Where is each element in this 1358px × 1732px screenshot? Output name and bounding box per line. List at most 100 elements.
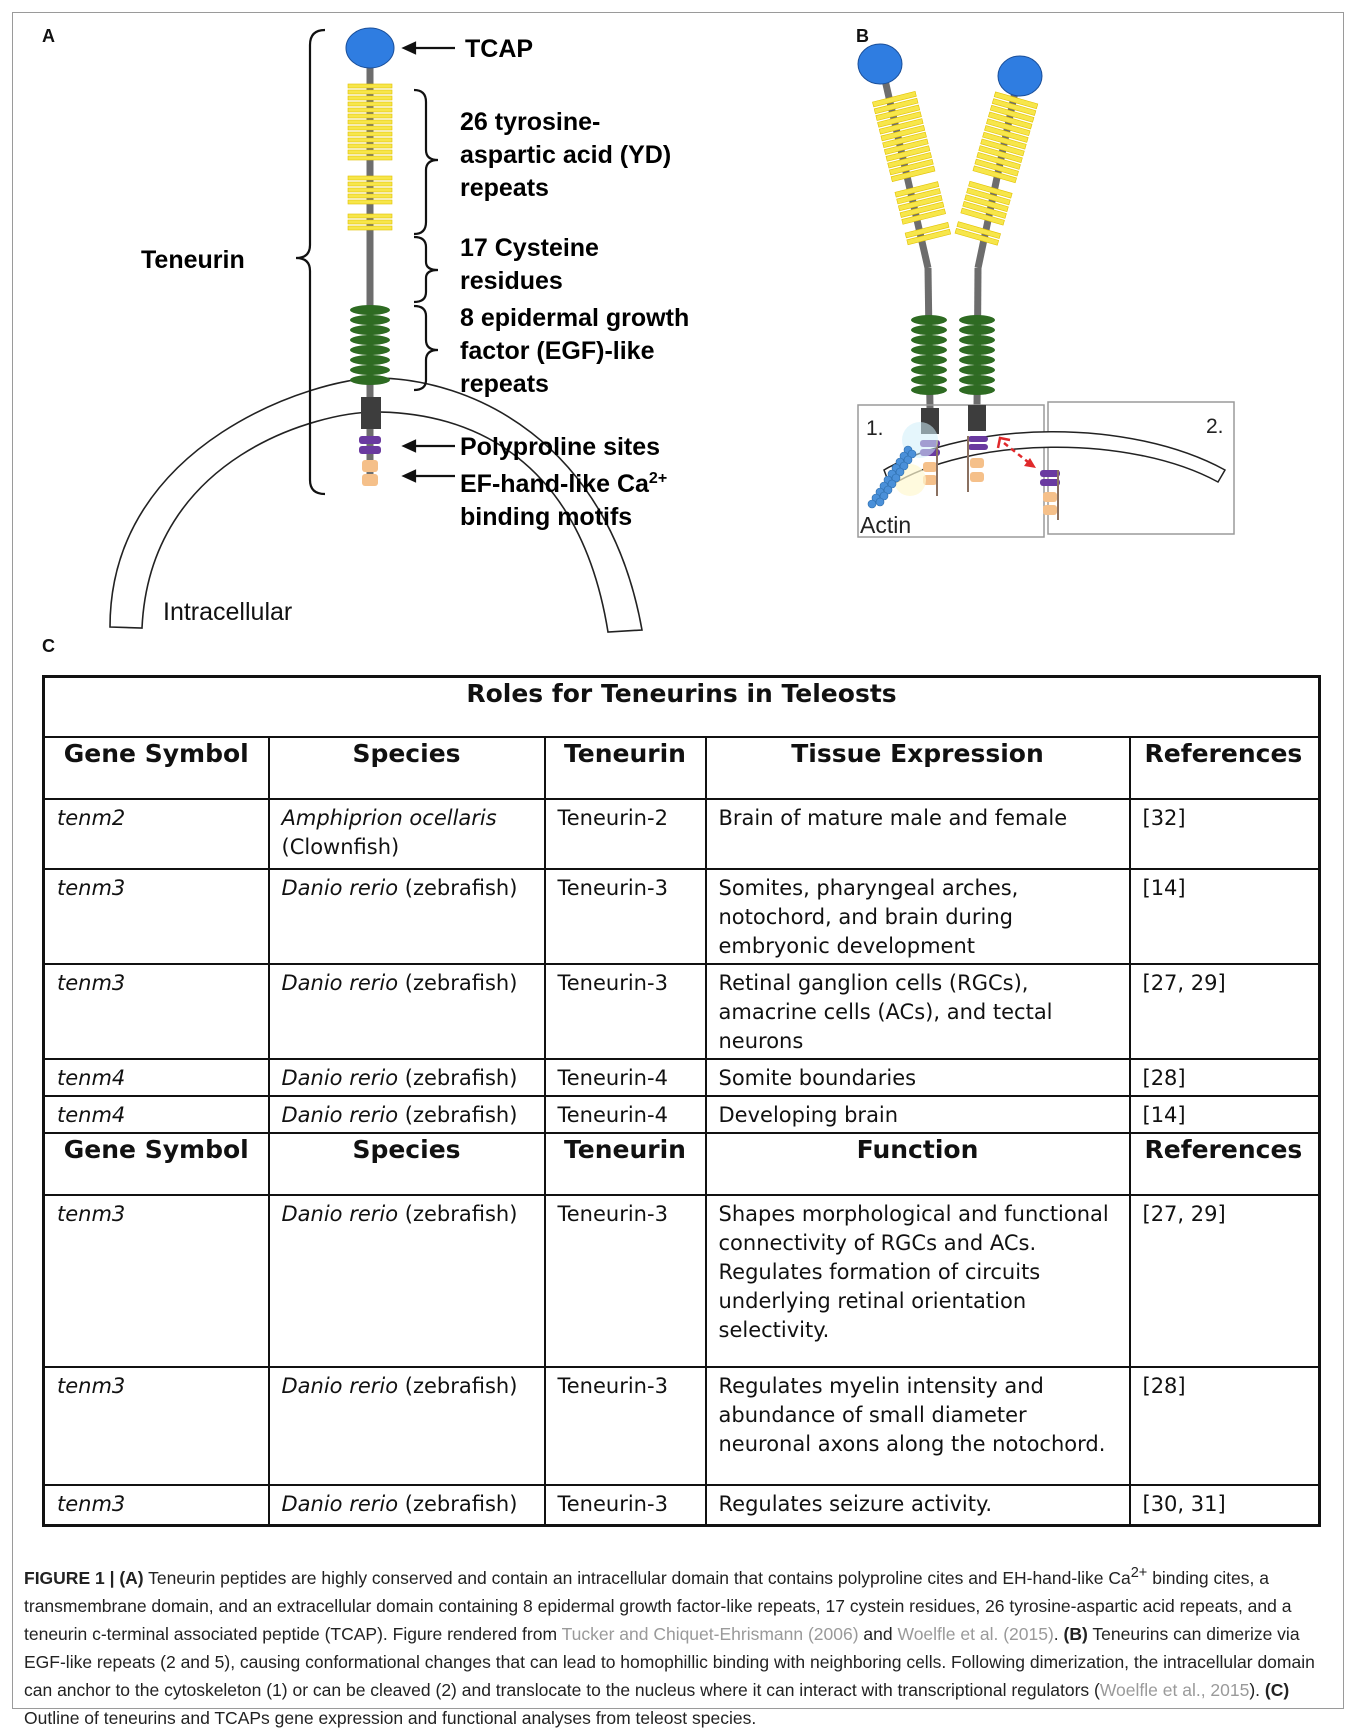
cell-species: Danio rerio (zebrafish) bbox=[269, 1096, 545, 1133]
box-2-label: 2. bbox=[1206, 415, 1224, 438]
cell-ref: [32] bbox=[1130, 799, 1320, 869]
polyproline-label: Polyproline sites bbox=[460, 433, 660, 461]
egf-label-1: 8 epidermal growth bbox=[460, 304, 689, 332]
header-gene-symbol: Gene Symbol bbox=[44, 737, 269, 799]
table-row: tenm2 Amphiprion ocellaris (Clownfish) Te… bbox=[44, 799, 1320, 869]
efhand-label-text: EF-hand-like Ca bbox=[460, 470, 650, 498]
cell-gene: tenm3 bbox=[44, 964, 269, 1059]
egf-repeats bbox=[350, 305, 390, 385]
cell-tissue: Somites, pharyngeal arches, notochord, a… bbox=[706, 869, 1130, 964]
cell-tissue: Retinal ganglion cells (RGCs), amacrine … bbox=[706, 964, 1130, 1059]
species-latin: Amphiprion ocellaris bbox=[282, 806, 497, 830]
cell-teneurin: Teneurin-2 bbox=[545, 799, 706, 869]
egf-label-3: repeats bbox=[460, 370, 549, 398]
header-teneurin: Teneurin bbox=[545, 737, 706, 799]
table-row: tenm3 Danio rerio (zebrafish) Teneurin-3… bbox=[44, 1485, 1320, 1525]
header-function: Function bbox=[706, 1133, 1130, 1195]
header-gene-symbol: Gene Symbol bbox=[44, 1133, 269, 1195]
table-row: tenm3 Danio rerio (zebrafish) Teneurin-3… bbox=[44, 869, 1320, 964]
cell-teneurin: Teneurin-3 bbox=[545, 1195, 706, 1367]
efhand-label-2: binding motifs bbox=[460, 503, 632, 531]
table-title: Roles for Teneurins in Teleosts bbox=[44, 677, 1320, 738]
figure-caption: FIGURE 1 | (A) Teneurin peptides are hig… bbox=[24, 1559, 1334, 1732]
cell-teneurin: Teneurin-4 bbox=[545, 1059, 706, 1096]
egf-bracket bbox=[414, 306, 438, 390]
cleaved-ef-1 bbox=[1043, 492, 1057, 502]
citation-link-tucker[interactable]: Tucker and Chiquet-Ehrismann (2006) bbox=[562, 1624, 859, 1644]
yd-label-3: repeats bbox=[460, 174, 549, 202]
cell-species: Amphiprion ocellaris (Clownfish) bbox=[269, 799, 545, 869]
species-latin: Danio rerio bbox=[282, 971, 399, 995]
tcap-domain bbox=[346, 28, 394, 68]
caption-label: FIGURE 1 | bbox=[24, 1568, 119, 1588]
cell-ref: [27, 29] bbox=[1130, 1195, 1320, 1367]
cell-species: Danio rerio (zebrafish) bbox=[269, 869, 545, 964]
cell-species: Danio rerio (zebrafish) bbox=[269, 1485, 545, 1525]
yd-right bbox=[955, 92, 1038, 245]
table-header-row-expression: Gene Symbol Species Teneurin Tissue Expr… bbox=[44, 737, 1320, 799]
cell-gene: tenm3 bbox=[44, 869, 269, 964]
species-latin: Danio rerio bbox=[282, 876, 399, 900]
table-row: tenm4 Danio rerio (zebrafish) Teneurin-4… bbox=[44, 1059, 1320, 1096]
species-common: (zebrafish) bbox=[405, 1374, 518, 1398]
table-row: tenm3 Danio rerio (zebrafish) Teneurin-3… bbox=[44, 1195, 1320, 1367]
caption-and: and bbox=[859, 1624, 898, 1644]
caption-text-c: Outline of teneurins and TCAPs gene expr… bbox=[24, 1708, 756, 1728]
species-common: (zebrafish) bbox=[405, 971, 518, 995]
citation-link-woelfle-2[interactable]: Woelfle et al., 2015 bbox=[1100, 1680, 1250, 1700]
species-latin: Danio rerio bbox=[282, 1202, 399, 1226]
cell-function: Shapes morphological and functional conn… bbox=[706, 1195, 1130, 1367]
cell-function: Regulates myelin intensity and abundance… bbox=[706, 1367, 1130, 1485]
cell-gene: tenm3 bbox=[44, 1485, 269, 1525]
species-latin: Danio rerio bbox=[282, 1492, 399, 1516]
table-row: tenm3 Danio rerio (zebrafish) Teneurin-3… bbox=[44, 1367, 1320, 1485]
yd-label-1: 26 tyrosine- bbox=[460, 108, 600, 136]
yd-left bbox=[872, 91, 950, 244]
cell-gene: tenm2 bbox=[44, 799, 269, 869]
species-common: (Clownfish) bbox=[282, 835, 400, 859]
cysteine-label-2: residues bbox=[460, 267, 563, 295]
species-common: (zebrafish) bbox=[405, 1202, 518, 1226]
intracellular-label: Intracellular bbox=[163, 598, 292, 626]
cell-ref: [27, 29] bbox=[1130, 964, 1320, 1059]
caption-sup-a: 2+ bbox=[1131, 1565, 1148, 1581]
table-row: tenm4 Danio rerio (zebrafish) Teneurin-4… bbox=[44, 1096, 1320, 1133]
species-common: (zebrafish) bbox=[405, 876, 518, 900]
species-common: (zebrafish) bbox=[405, 1103, 518, 1127]
pp-right-1 bbox=[968, 436, 988, 442]
cell-species: Danio rerio (zebrafish) bbox=[269, 1367, 545, 1485]
cell-teneurin: Teneurin-3 bbox=[545, 1485, 706, 1525]
tcap-label: TCAP bbox=[465, 35, 533, 63]
yd-label-2: aspartic acid (YD) bbox=[460, 141, 671, 169]
citation-link-woelfle[interactable]: Woelfle et al. (2015) bbox=[898, 1624, 1054, 1644]
cell-teneurin: Teneurin-3 bbox=[545, 869, 706, 964]
panel-b-diagram: 1. 2. Actin bbox=[850, 30, 1250, 560]
cell-function: Regulates seizure activity. bbox=[706, 1485, 1130, 1525]
efhand-label-sup: 2+ bbox=[649, 470, 667, 487]
box-1-label: 1. bbox=[866, 417, 884, 440]
efhand-label-1: EF-hand-like Ca2+ bbox=[460, 470, 667, 498]
header-species: Species bbox=[269, 737, 545, 799]
ef-left-1 bbox=[923, 462, 937, 472]
species-latin: Danio rerio bbox=[282, 1066, 399, 1090]
egf-dimer bbox=[911, 315, 995, 395]
caption-close: ). bbox=[1249, 1680, 1265, 1700]
egf-label-2: factor (EGF)-like bbox=[460, 337, 655, 365]
cell-ref: [28] bbox=[1130, 1059, 1320, 1096]
teneurin-label: Teneurin bbox=[141, 246, 245, 274]
header-teneurin: Teneurin bbox=[545, 1133, 706, 1195]
cell-gene: tenm4 bbox=[44, 1059, 269, 1096]
teneurin-roles-table: Roles for Teneurins in Teleosts Gene Sym… bbox=[42, 675, 1318, 1527]
table-title-row: Roles for Teneurins in Teleosts bbox=[44, 677, 1320, 738]
table-row: tenm3 Danio rerio (zebrafish) Teneurin-3… bbox=[44, 964, 1320, 1059]
ef-right-1 bbox=[970, 458, 984, 468]
cell-species: Danio rerio (zebrafish) bbox=[269, 1195, 545, 1367]
tcap-right bbox=[998, 56, 1042, 96]
tm-right bbox=[968, 405, 986, 431]
cell-gene: tenm4 bbox=[44, 1096, 269, 1133]
cell-gene: tenm3 bbox=[44, 1195, 269, 1367]
cleaved-ef-2 bbox=[1043, 505, 1057, 515]
caption-tag-b: (B) bbox=[1064, 1624, 1088, 1644]
cell-teneurin: Teneurin-3 bbox=[545, 964, 706, 1059]
cell-gene: tenm3 bbox=[44, 1367, 269, 1485]
